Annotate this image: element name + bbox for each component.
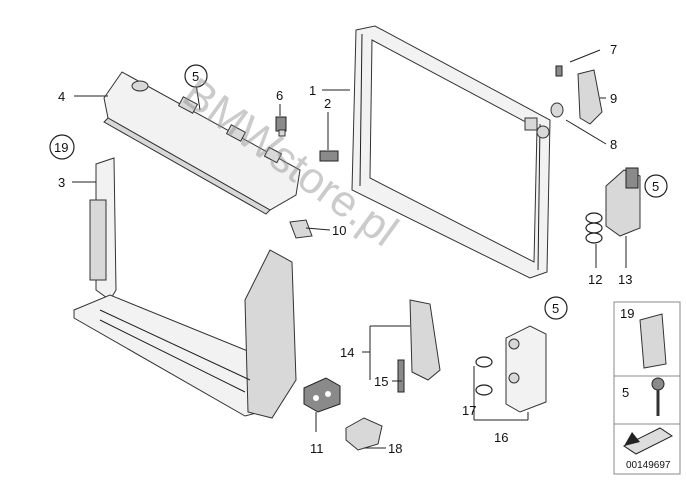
callouts: 4 5 6 1 2 19 3 7 9 8 5 10 12 13 5 14 15 … [49,42,668,456]
callout-16: 16 [494,430,508,445]
leader-lines [72,49,627,449]
callout-11: 11 [310,441,324,456]
callout-4: 4 [58,89,65,104]
part-11-mount [303,377,341,413]
part-7-screw [555,65,563,77]
part-10-bracket [289,219,313,239]
part-9-bracket [577,69,603,125]
callout-5b: 5 [652,179,659,194]
part-12-seal-rings [585,212,603,244]
callout-5c-circle [544,296,568,320]
part-13-oil-cooler-flange [605,167,641,237]
callout-17: 17 [462,403,476,418]
legend-item-5: 5 [622,385,629,400]
part-2-sensor [319,150,339,162]
part-18-clip [345,417,383,451]
arrow-icon [623,427,673,455]
radiator [351,25,551,279]
callout-14: 14 [340,345,354,360]
callout-5c: 5 [552,301,559,316]
shroud-upper-rail [103,71,301,215]
part-6-bushing [275,116,287,137]
callout-5a-circle [184,64,208,88]
callout-6: 6 [276,88,283,103]
callout-7: 7 [610,42,617,57]
part-8-cap [550,102,564,118]
legend-screw-icon [651,377,665,416]
legend-panel: 19 5 00149697 [613,301,681,475]
callout-9: 9 [610,91,617,106]
callout-19-circle [49,134,75,160]
callout-5a: 5 [192,69,199,84]
part-16-oil-cooler [505,325,547,413]
shroud-frame [73,157,297,419]
callout-12: 12 [588,272,602,287]
legend-item-19: 19 [620,306,634,321]
callout-3: 3 [58,175,65,190]
diagram-id: 00149697 [626,460,671,471]
callout-2: 2 [324,96,331,111]
part-17-seals [475,356,493,396]
callout-18: 18 [388,441,402,456]
legend-part-19 [639,313,667,369]
callout-19: 19 [54,140,68,155]
callout-15: 15 [374,374,388,389]
callout-13: 13 [618,272,632,287]
callout-1: 1 [309,83,316,98]
callout-10: 10 [332,223,346,238]
callout-5b-circle [644,174,668,198]
callout-8: 8 [610,137,617,152]
part-14-guide [397,299,441,393]
